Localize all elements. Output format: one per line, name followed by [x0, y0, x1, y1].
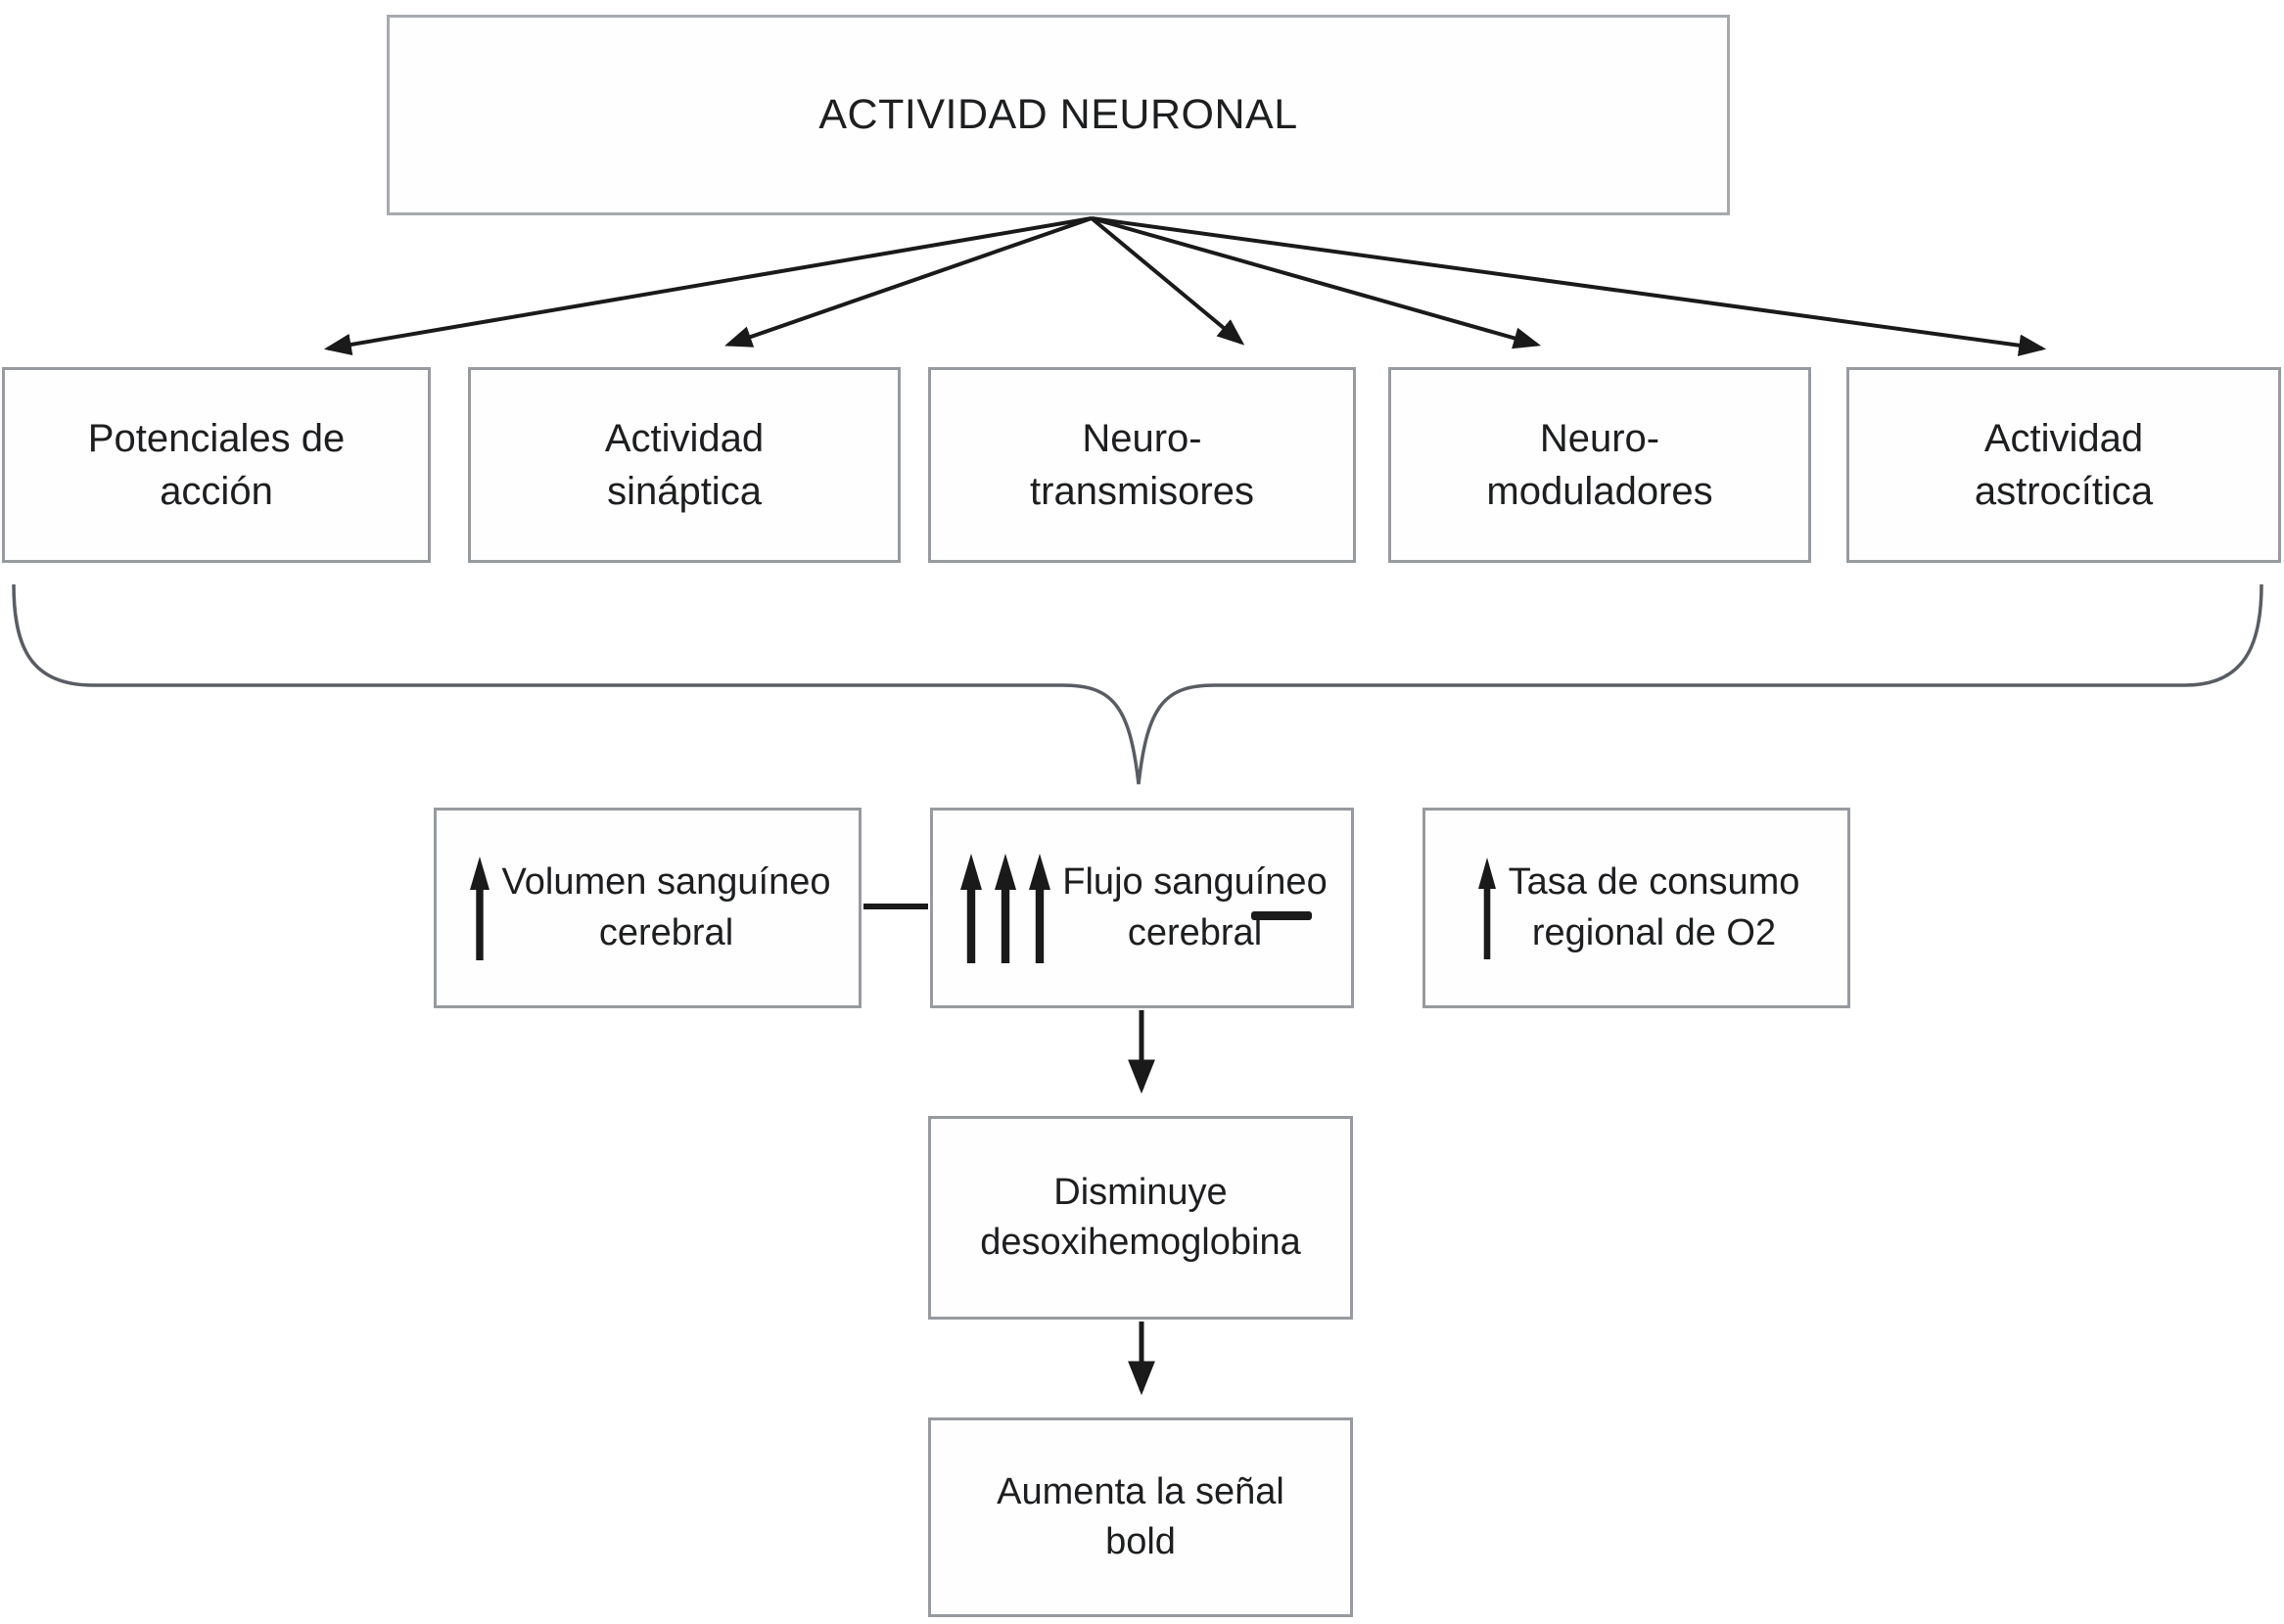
up-arrow-icon	[465, 856, 494, 960]
node-actividad-astrocitica: Actividad astrocítica	[1846, 367, 2281, 563]
fan-arrow-1	[323, 216, 1093, 356]
node-neuromoduladores: Neuro- moduladores	[1388, 367, 1811, 563]
node-tasa-consumo-o2: Tasa de consumo regional de O2	[1422, 808, 1850, 1008]
node-label: Actividad astrocítica	[1974, 417, 2154, 513]
node-label: Tasa de consumo regional de O2	[1508, 861, 1800, 953]
fan-arrows	[323, 216, 2047, 356]
node-label: Actividad sináptica	[604, 417, 765, 513]
node-aumenta-senal-bold: Aumenta la señal bold	[928, 1417, 1353, 1617]
node-neurotransmisores: Neuro- transmisores	[928, 367, 1356, 563]
node-actividad-sinaptica: Actividad sináptica	[468, 367, 901, 563]
node-actividad-neuronal: ACTIVIDAD NEURONAL	[387, 15, 1730, 215]
node-volumen-sanguineo-cerebral: Volumen sanguíneo cerebral	[434, 808, 862, 1008]
node-label: Disminuye desoxihemoglobina	[980, 1171, 1301, 1263]
fan-arrow-3	[1090, 216, 1245, 346]
node-label: Flujo sanguíneo cerebral	[1062, 861, 1328, 953]
node-label: ACTIVIDAD NEURONAL	[818, 91, 1298, 139]
fan-arrow-2	[724, 216, 1093, 348]
triple-up-arrow-icon	[956, 853, 1054, 963]
node-potenciales-de-accion: Potenciales de acción	[2, 367, 431, 563]
node-label: Potenciales de acción	[87, 417, 346, 513]
node-disminuye-desoxihemoglobina: Disminuye desoxihemoglobina	[928, 1116, 1353, 1320]
fan-arrow-5	[1091, 216, 2047, 356]
fan-arrow-4	[1091, 216, 1542, 349]
dash-artifact	[1251, 911, 1312, 920]
node-flujo-sanguineo-cerebral: Flujo sanguíneo cerebral	[930, 808, 1354, 1008]
grouping-brace	[12, 583, 2263, 785]
node-label: Neuro- moduladores	[1486, 417, 1713, 513]
node-label: Volumen sanguíneo cerebral	[501, 861, 831, 953]
up-arrow-icon	[1473, 857, 1501, 959]
node-label: Aumenta la señal bold	[997, 1470, 1284, 1562]
node-label: Neuro- transmisores	[1030, 417, 1254, 513]
